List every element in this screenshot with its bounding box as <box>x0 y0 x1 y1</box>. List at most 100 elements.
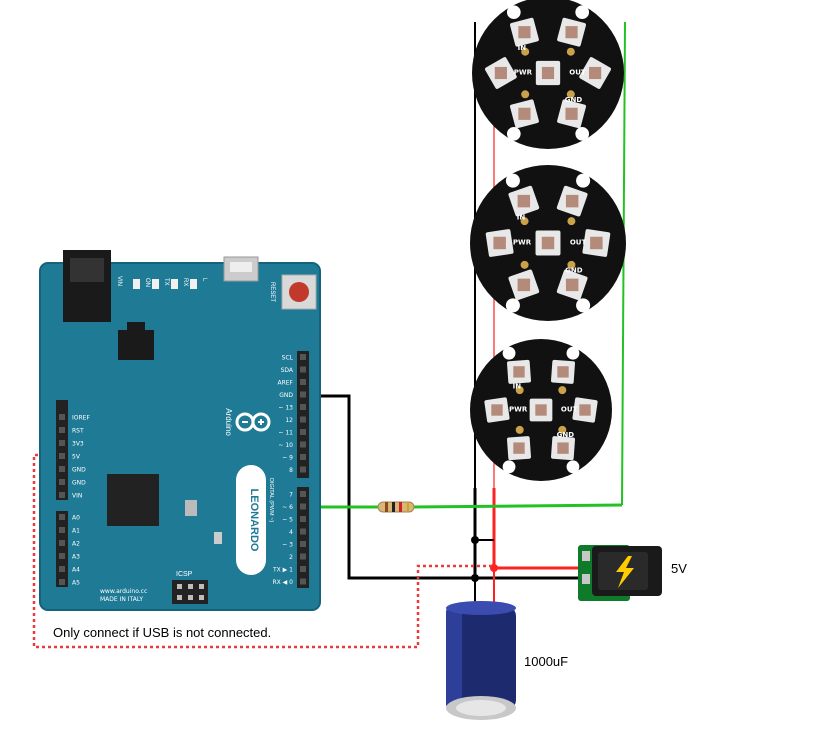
solder-pad <box>558 386 567 395</box>
led-pixel <box>579 57 611 89</box>
solder-pad <box>515 386 524 395</box>
header-pin <box>59 453 65 459</box>
brand-label: Arduino <box>224 408 233 436</box>
header-pin <box>300 491 306 497</box>
jewel-pad-label: OUT <box>570 239 587 247</box>
solder-pad <box>515 425 524 434</box>
arduino-logo-icon <box>235 412 271 432</box>
led-pixel <box>510 17 539 47</box>
jewel-pad-label: IN <box>518 44 527 52</box>
led-pixel <box>551 436 576 461</box>
pin-label: ~ 5 <box>282 517 293 524</box>
header-pin <box>59 566 65 572</box>
pin-label: ~ 11 <box>278 430 293 437</box>
pin-label: ~ 6 <box>282 504 293 511</box>
led-pixel <box>551 359 576 384</box>
solder-pad <box>567 260 576 269</box>
header-pin <box>59 427 65 433</box>
pin-label: ~ 3 <box>282 542 293 549</box>
pin-label: 12 <box>285 417 293 424</box>
header-pin <box>59 479 65 485</box>
led-pixel <box>535 230 561 256</box>
microcontroller-chip <box>107 474 159 526</box>
pin-label: A3 <box>72 554 80 561</box>
pin-label: 7 <box>289 492 293 499</box>
solder-pad <box>567 217 576 226</box>
header-pin <box>300 404 306 410</box>
header-pin <box>59 466 65 472</box>
jewel-pad-label: PWR <box>509 405 528 413</box>
led-rx-label: RX <box>182 278 188 286</box>
board-name-pill <box>236 465 266 575</box>
header-pin <box>59 579 65 585</box>
header-pin <box>300 366 306 373</box>
pin-label: A5 <box>72 580 80 587</box>
pin-label: A0 <box>72 515 80 522</box>
pin-label: 5V <box>72 454 81 461</box>
pin-label: AREF <box>277 380 293 387</box>
resistor-icon <box>377 501 415 513</box>
header-pin <box>300 541 306 547</box>
pin-label: GND <box>279 392 293 399</box>
jewel-pad-label: IN <box>513 383 522 391</box>
led-pixel <box>508 269 540 301</box>
analog-header <box>56 511 68 587</box>
solder-pad <box>521 47 530 56</box>
pin-label: A4 <box>72 567 80 574</box>
led-pixel <box>557 99 586 129</box>
header-pin <box>300 578 306 585</box>
led-pixel <box>529 398 553 422</box>
header-pin <box>59 414 65 420</box>
led-pixel <box>485 229 514 257</box>
header-pin <box>300 466 306 473</box>
pin-label: IOREF <box>72 415 90 422</box>
solder-pad <box>521 90 530 99</box>
header-pin <box>59 553 65 559</box>
led-on-label: ON <box>144 278 150 287</box>
led-pixel <box>572 397 598 423</box>
jewel-pad-label: IN <box>517 214 526 222</box>
pin-label: SDA <box>281 367 294 374</box>
jewel-pad-label: OUT <box>569 69 586 77</box>
solder-pad <box>566 47 575 56</box>
header-pin <box>300 441 306 448</box>
power-voltage-label: 5V <box>671 561 687 576</box>
header-pin <box>300 379 306 385</box>
pin-label: RST <box>72 428 84 435</box>
led-pixel <box>506 436 531 461</box>
site-label: www.arduino.cc <box>100 588 147 595</box>
pin-label: 3V3 <box>72 441 84 448</box>
header-pin <box>300 429 306 435</box>
voltage-regulator <box>118 330 154 360</box>
pin-label: GND <box>72 467 86 474</box>
pin-label: SCL <box>282 355 294 362</box>
capacitor-label: 1000uF <box>524 654 568 669</box>
solder-pad <box>520 217 529 226</box>
dc-power-jack <box>578 545 662 601</box>
led-l-label: L <box>201 278 207 282</box>
arduino-gnd-wire <box>305 394 475 580</box>
pin-label: A1 <box>72 528 80 535</box>
junction-dot <box>471 536 479 544</box>
capacitor-icon <box>446 601 516 720</box>
pin-label: TX ▶ 1 <box>272 567 293 574</box>
digital-header-bottom <box>297 487 309 588</box>
header-pin <box>300 528 306 535</box>
header-pin <box>300 416 306 423</box>
icsp-label: ICSP <box>176 571 193 578</box>
header-pin <box>300 553 306 560</box>
vin-label: VIN <box>116 276 122 286</box>
jewel-pad-label: PWR <box>513 239 532 247</box>
led-pixel <box>508 185 540 217</box>
pin-label: 2 <box>289 554 293 561</box>
led-pixel <box>556 269 588 301</box>
led-pixel <box>510 99 539 129</box>
lightning-bolt-icon <box>616 556 634 588</box>
header-pin <box>59 440 65 446</box>
board-name: LEONARDO <box>248 489 260 552</box>
pin-label: ~ 9 <box>282 455 293 462</box>
pin-label: 4 <box>289 529 293 536</box>
